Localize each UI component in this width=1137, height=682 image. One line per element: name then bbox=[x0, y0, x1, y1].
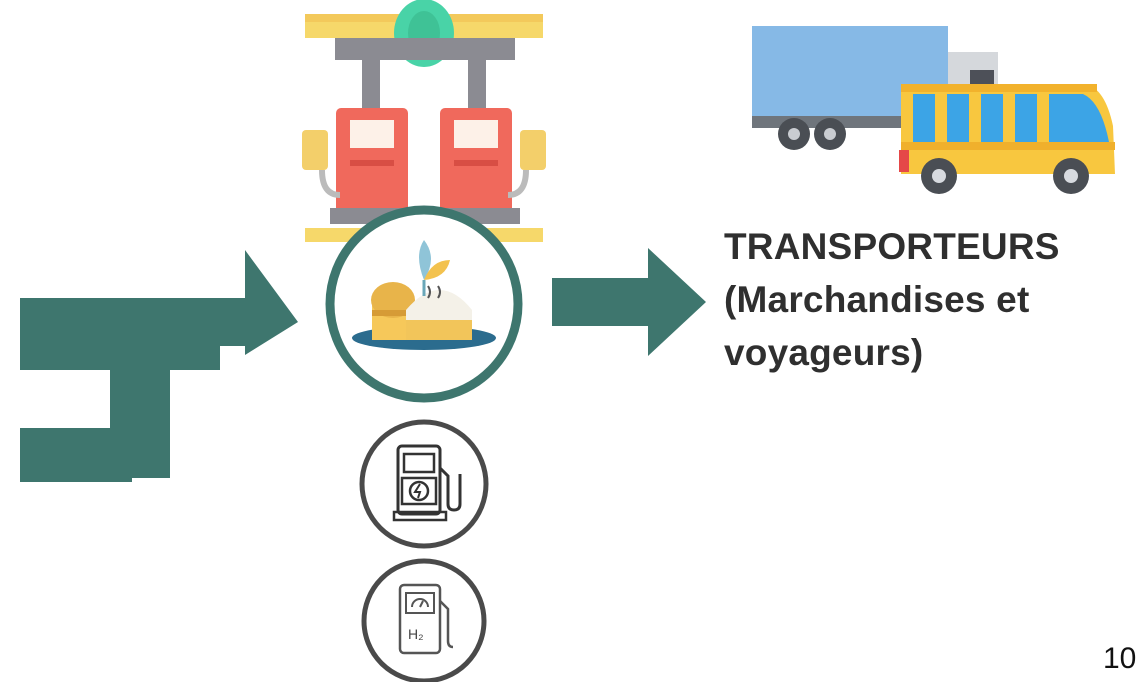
destination-label: TRANSPORTEURS (Marchandises et voyageurs… bbox=[724, 220, 1124, 379]
fuel-station-icon bbox=[302, 0, 546, 242]
hydrogen-station-icon: H₂ bbox=[361, 558, 487, 682]
electric-charging-icon bbox=[359, 419, 489, 549]
input-flow-arrow bbox=[20, 250, 298, 482]
bus-icon bbox=[899, 84, 1115, 194]
destination-line-3: voyageurs) bbox=[724, 332, 924, 373]
page-number: 10 bbox=[1103, 642, 1137, 675]
destination-line-1: TRANSPORTEURS bbox=[724, 226, 1060, 267]
svg-text:H₂: H₂ bbox=[408, 626, 424, 642]
destination-line-2: (Marchandises et bbox=[724, 279, 1030, 320]
biogas-plant-icon bbox=[325, 205, 523, 403]
output-flow-arrow bbox=[552, 248, 706, 356]
